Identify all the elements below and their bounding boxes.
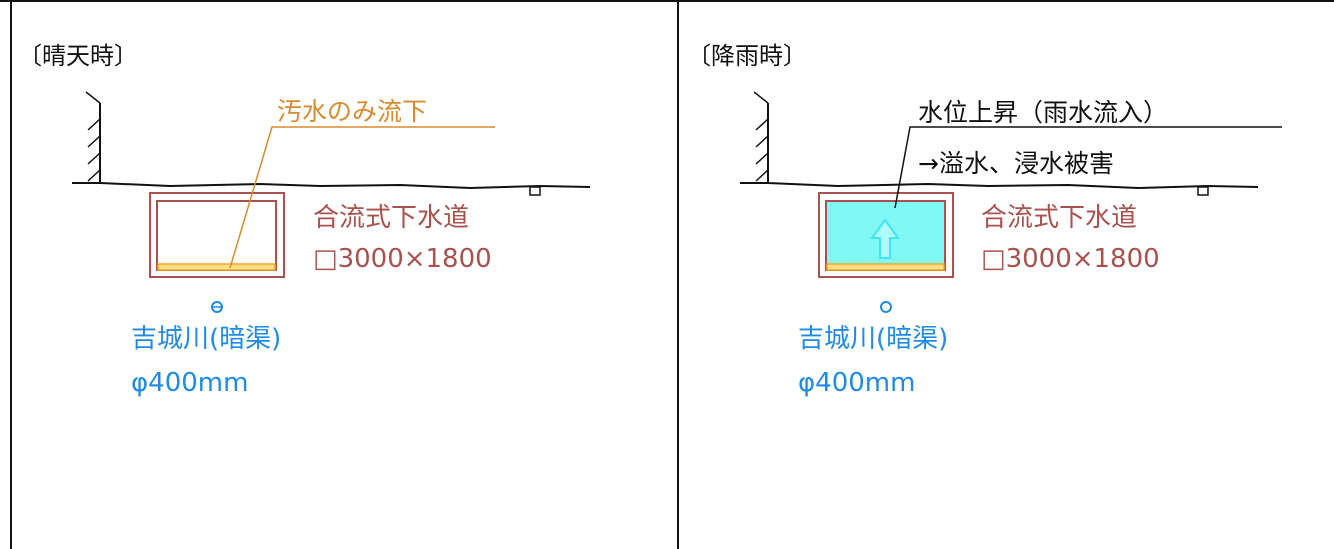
right-wall-hatch — [753, 91, 769, 183]
left-wall-hatch — [85, 91, 101, 183]
right-sewer-name: 合流式下水道 — [981, 203, 1138, 233]
left-border — [10, 0, 12, 549]
left-panel-title: 〔晴天時〕 — [18, 42, 138, 70]
right-panel-title: 〔降雨時〕 — [687, 42, 807, 70]
right-river-size: φ400mm — [798, 368, 916, 398]
right-river-pipe — [880, 301, 892, 313]
left-river-name: 吉城川(暗渠) — [131, 324, 282, 354]
right-callout-leader — [894, 126, 1282, 209]
right-sewer-box — [818, 192, 954, 278]
left-sewer-size: □3000×1800 — [313, 244, 492, 274]
center-divider — [677, 0, 679, 549]
left-callout-label: 汚水のみ流下 — [277, 97, 428, 126]
left-callout-leader — [229, 126, 495, 269]
left-sewer-box — [149, 192, 285, 278]
left-side-ditch — [529, 186, 541, 196]
right-ground-line — [740, 182, 1259, 190]
right-callout-line2: →溢水、浸水被害 — [918, 149, 1114, 178]
right-side-ditch — [1197, 186, 1209, 196]
right-river-name: 吉城川(暗渠) — [798, 324, 949, 354]
left-river-size: φ400mm — [131, 368, 249, 398]
left-ground-line — [72, 182, 591, 190]
left-sewer-name: 合流式下水道 — [313, 203, 470, 233]
rising-water-arrow-icon — [870, 218, 900, 259]
right-callout-line1: 水位上昇（雨水流入） — [918, 98, 1169, 127]
top-border — [0, 0, 1334, 2]
right-sewer-size: □3000×1800 — [981, 244, 1160, 274]
